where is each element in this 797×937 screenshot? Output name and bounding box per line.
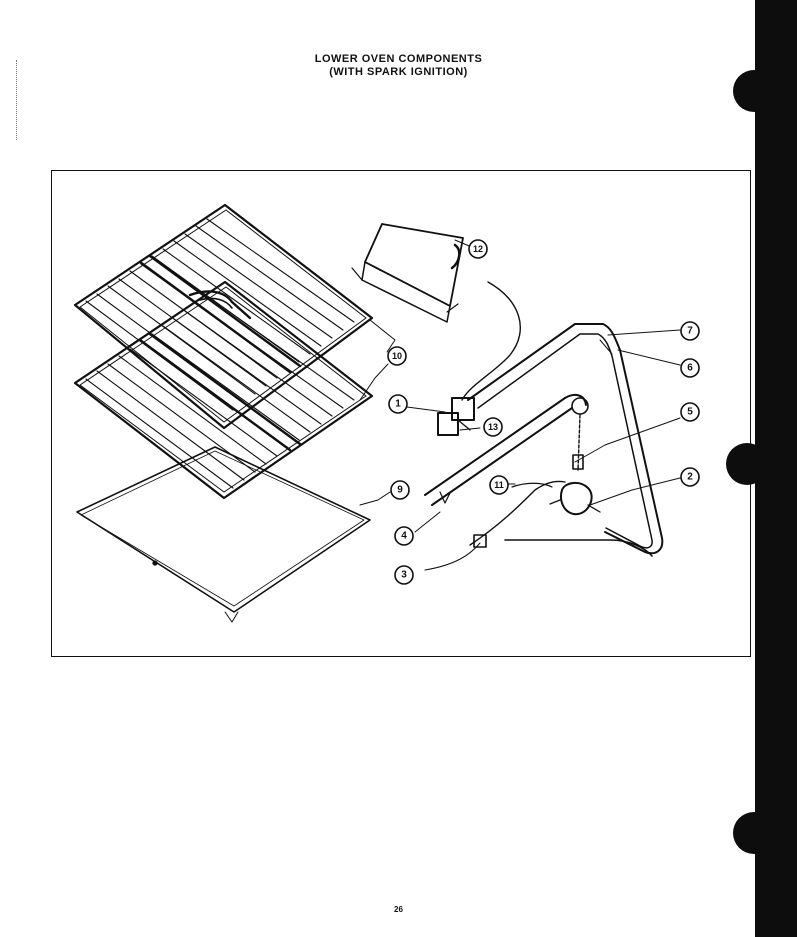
callout-9-label: 9 <box>397 485 403 496</box>
diagram-frame <box>51 170 751 657</box>
gas-line-icon <box>469 480 653 557</box>
binder-hole-top <box>733 70 775 112</box>
callout-3-label: 3 <box>401 570 407 581</box>
callout-11-label: 11 <box>494 480 504 490</box>
callout-9: 9 <box>390 480 410 500</box>
callout-11: 11 <box>489 475 509 495</box>
broil-burner-icon <box>467 323 664 555</box>
diagram-title-line-1: LOWER OVEN COMPONENTS <box>314 53 483 65</box>
callout-labels: 1 2 3 4 5 6 7 9 10 11 12 13 <box>387 239 700 585</box>
upper-oven-rack-icon <box>73 203 374 430</box>
callout-1-label: 1 <box>395 399 401 410</box>
oven-bottom-panel-icon <box>76 446 371 623</box>
diagram-title-line-2: (WITH SPARK IGNITION) <box>329 66 468 78</box>
callout-2: 2 <box>680 467 700 487</box>
gas-valve-icon <box>549 414 601 516</box>
burner-tube-icon <box>424 393 589 506</box>
callout-12: 12 <box>468 239 488 259</box>
callout-13: 13 <box>483 417 503 437</box>
ignition-module-icon <box>351 223 464 323</box>
callout-3: 3 <box>394 565 414 585</box>
binder-hole-middle <box>726 443 768 485</box>
scan-edge-marks <box>16 60 19 140</box>
callout-7-label: 7 <box>687 326 693 337</box>
callout-12-label: 12 <box>473 244 483 254</box>
callout-4-label: 4 <box>401 531 407 542</box>
lower-oven-rack-icon <box>73 280 374 500</box>
callout-1: 1 <box>388 394 408 414</box>
binder-hole-bottom <box>733 812 775 854</box>
page-number: 26 <box>394 905 403 914</box>
igniter-icon <box>437 397 475 436</box>
callout-6-label: 6 <box>687 363 693 374</box>
callout-6: 6 <box>680 358 700 378</box>
callout-5-label: 5 <box>687 407 693 418</box>
callout-7: 7 <box>680 321 700 341</box>
callout-10: 10 <box>387 346 407 366</box>
callout-13-label: 13 <box>488 422 498 432</box>
callout-4: 4 <box>394 526 414 546</box>
callout-5: 5 <box>680 402 700 422</box>
callout-2-label: 2 <box>687 472 693 483</box>
callout-10-label: 10 <box>392 351 402 361</box>
